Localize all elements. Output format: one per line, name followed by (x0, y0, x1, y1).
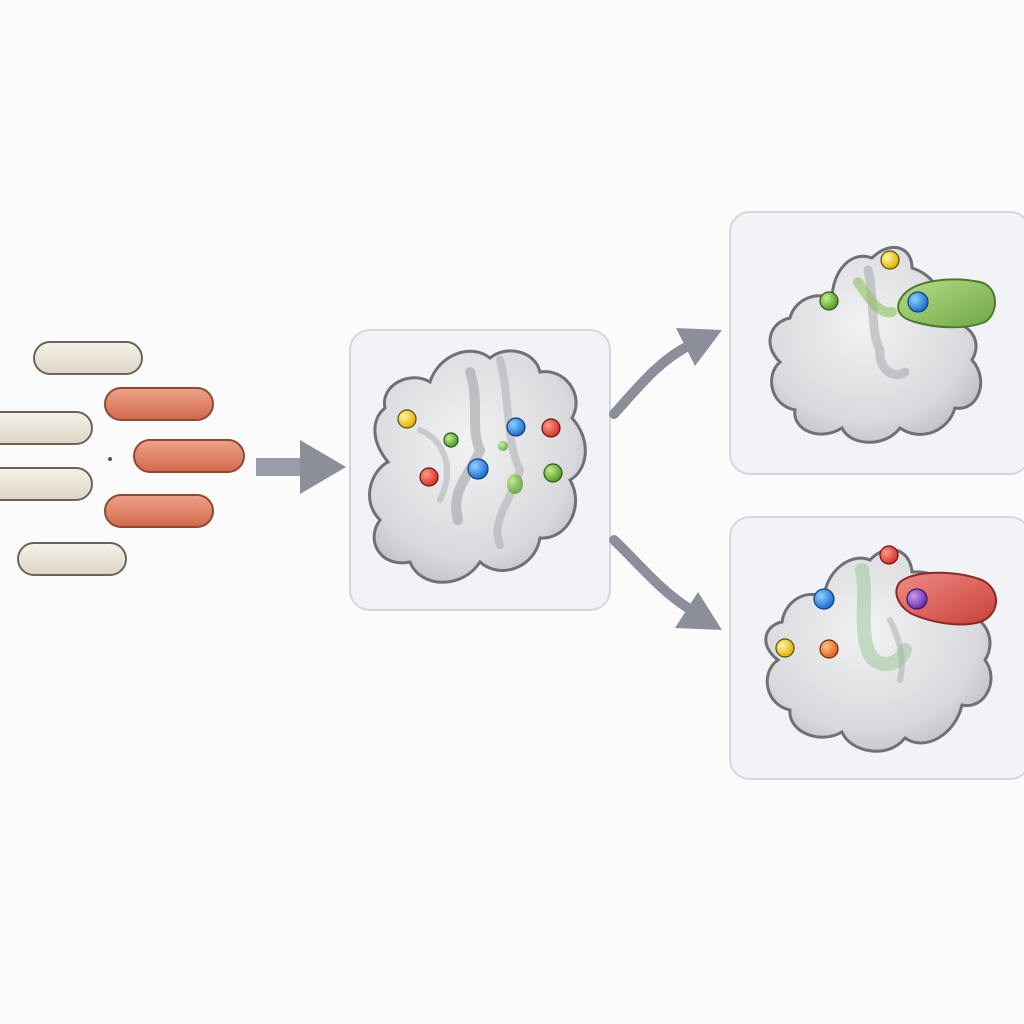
site-yellow (775, 638, 795, 658)
protein-groove (855, 563, 912, 671)
site-red (879, 545, 899, 565)
site-green (819, 291, 839, 311)
sequence-pill-orange (104, 494, 214, 528)
protein-shadow (887, 617, 905, 683)
site-yellow (397, 409, 417, 429)
sequence-pill-cream (0, 411, 93, 445)
arrow-to-top-outcome (609, 328, 722, 419)
sequence-pill-cream (33, 341, 143, 375)
center-structure-panel (349, 329, 611, 611)
ligand-green (897, 278, 996, 329)
input-sequence (0, 341, 245, 576)
site-purple (906, 588, 928, 610)
site-orange (819, 639, 839, 659)
site-blue (506, 417, 526, 437)
site-red (541, 418, 561, 438)
site-blue (907, 291, 929, 313)
outcome-bottom-panel (729, 516, 1024, 780)
site-green (443, 432, 459, 448)
arrow-input-to-structure (256, 440, 346, 494)
sequence-pill-cream (0, 467, 93, 501)
sequence-pill-orange (133, 439, 245, 473)
arrow-to-bottom-outcome (609, 535, 722, 630)
site-green (507, 474, 523, 494)
protein-groove (451, 367, 486, 525)
site-blue (813, 588, 835, 610)
sequence-dot (108, 457, 112, 461)
site-yellow (880, 250, 900, 270)
outcome-top-panel (729, 211, 1024, 475)
site-green (543, 463, 563, 483)
sequence-pill-orange (104, 387, 214, 421)
site-green (498, 441, 508, 451)
site-red (419, 467, 439, 487)
site-blue (467, 458, 489, 480)
sequence-pill-cream (17, 542, 127, 576)
ligand-red (895, 571, 997, 626)
protein-shadow (417, 427, 451, 503)
ligand-green-tail (853, 277, 897, 318)
protein-groove (493, 356, 525, 549)
